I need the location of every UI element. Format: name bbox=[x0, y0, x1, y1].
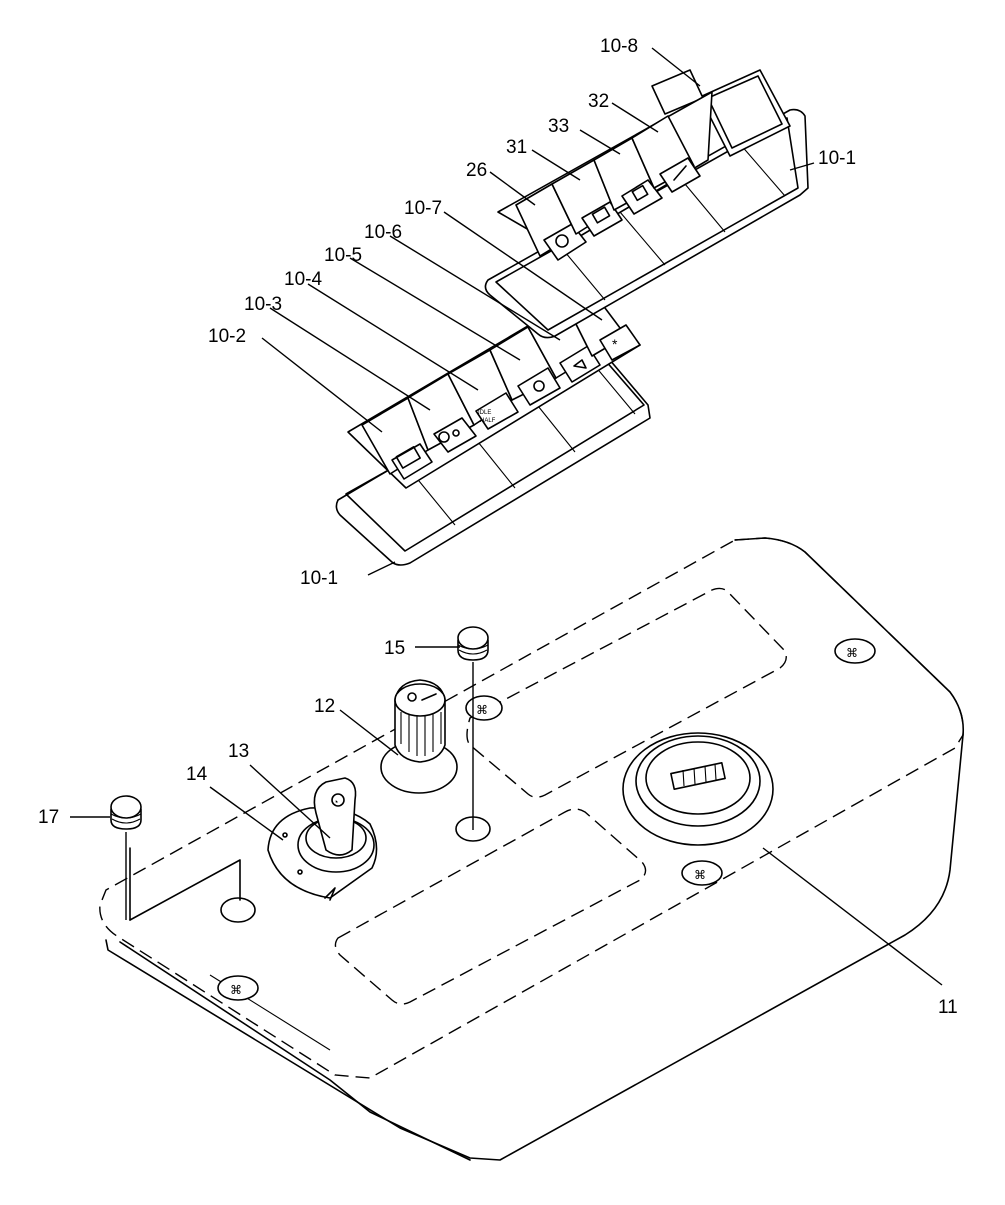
callout-12: 12 bbox=[314, 696, 335, 717]
rotary-switch bbox=[380, 679, 458, 794]
callout-10-4: 10-4 bbox=[284, 269, 322, 290]
switch-panel-lower: IDLE HALF * bbox=[335, 295, 651, 566]
callout-10-1-top: 10-1 bbox=[818, 148, 856, 169]
lower-switch-frame bbox=[335, 345, 651, 566]
callout-10-7: 10-7 bbox=[404, 198, 442, 219]
callout-10-2: 10-2 bbox=[208, 326, 246, 347]
svg-text:⌘: ⌘ bbox=[476, 703, 488, 717]
plug-17 bbox=[110, 795, 142, 830]
callout-10-5: 10-5 bbox=[324, 245, 362, 266]
idle-legend-line2: HALF bbox=[480, 418, 496, 424]
callout-10-6: 10-6 bbox=[364, 222, 402, 243]
callout-26: 26 bbox=[466, 160, 487, 181]
callout-14: 14 bbox=[186, 764, 208, 785]
callout-13: 13 bbox=[228, 741, 249, 762]
label-plate-10-8 bbox=[651, 69, 791, 157]
upper-switch-frame bbox=[484, 108, 809, 339]
hour-meter bbox=[622, 732, 774, 846]
rocker-switch-32 bbox=[631, 115, 701, 193]
callout-10-8: 10-8 bbox=[600, 36, 638, 57]
housing-rear-edge bbox=[734, 537, 965, 736]
screw-mid-top: ⌘ bbox=[465, 695, 503, 721]
callout-10-1-bottom: 10-1 bbox=[300, 568, 338, 589]
screw-mid-bottom: ⌘ bbox=[681, 860, 723, 886]
callout-31: 31 bbox=[506, 137, 527, 158]
callout-15: 15 bbox=[384, 638, 405, 659]
console-housing: ⌘ ⌘ ⌘ ⌘ bbox=[99, 537, 965, 1161]
rocker-switch-10-2 bbox=[361, 397, 433, 480]
svg-text:⌘: ⌘ bbox=[694, 868, 706, 882]
rocker-switch-10-4: IDLE HALF bbox=[447, 349, 519, 430]
svg-text:*: * bbox=[612, 336, 618, 352]
svg-text:⌘: ⌘ bbox=[846, 646, 858, 660]
callout-33: 33 bbox=[548, 116, 569, 137]
svg-text:◔: ◔ bbox=[333, 797, 338, 807]
switch-panel-upper bbox=[484, 69, 809, 339]
screw-left-bottom: ⌘ bbox=[217, 975, 259, 1001]
rocker-switch-10-5 bbox=[489, 326, 561, 406]
key-switch: ◔ bbox=[297, 777, 375, 873]
callout-32: 32 bbox=[588, 91, 609, 112]
screw-right: ⌘ bbox=[834, 638, 876, 664]
plug-15 bbox=[457, 626, 489, 661]
upper-display-cutout bbox=[466, 587, 787, 798]
svg-text:⌘: ⌘ bbox=[230, 983, 242, 997]
callout-17: 17 bbox=[38, 807, 59, 828]
idle-legend-line1: IDLE bbox=[478, 410, 491, 416]
leader-lines bbox=[70, 47, 943, 986]
lower-display-cutout bbox=[334, 808, 647, 1005]
callout-10-3: 10-3 bbox=[244, 294, 282, 315]
housing-side-outline bbox=[105, 734, 964, 1161]
mounting-hole-17 bbox=[220, 897, 256, 923]
callout-labels: 10-8 32 33 31 26 10-1 10-7 10-6 10-5 10-… bbox=[38, 36, 958, 1018]
callout-11: 11 bbox=[938, 997, 958, 1018]
